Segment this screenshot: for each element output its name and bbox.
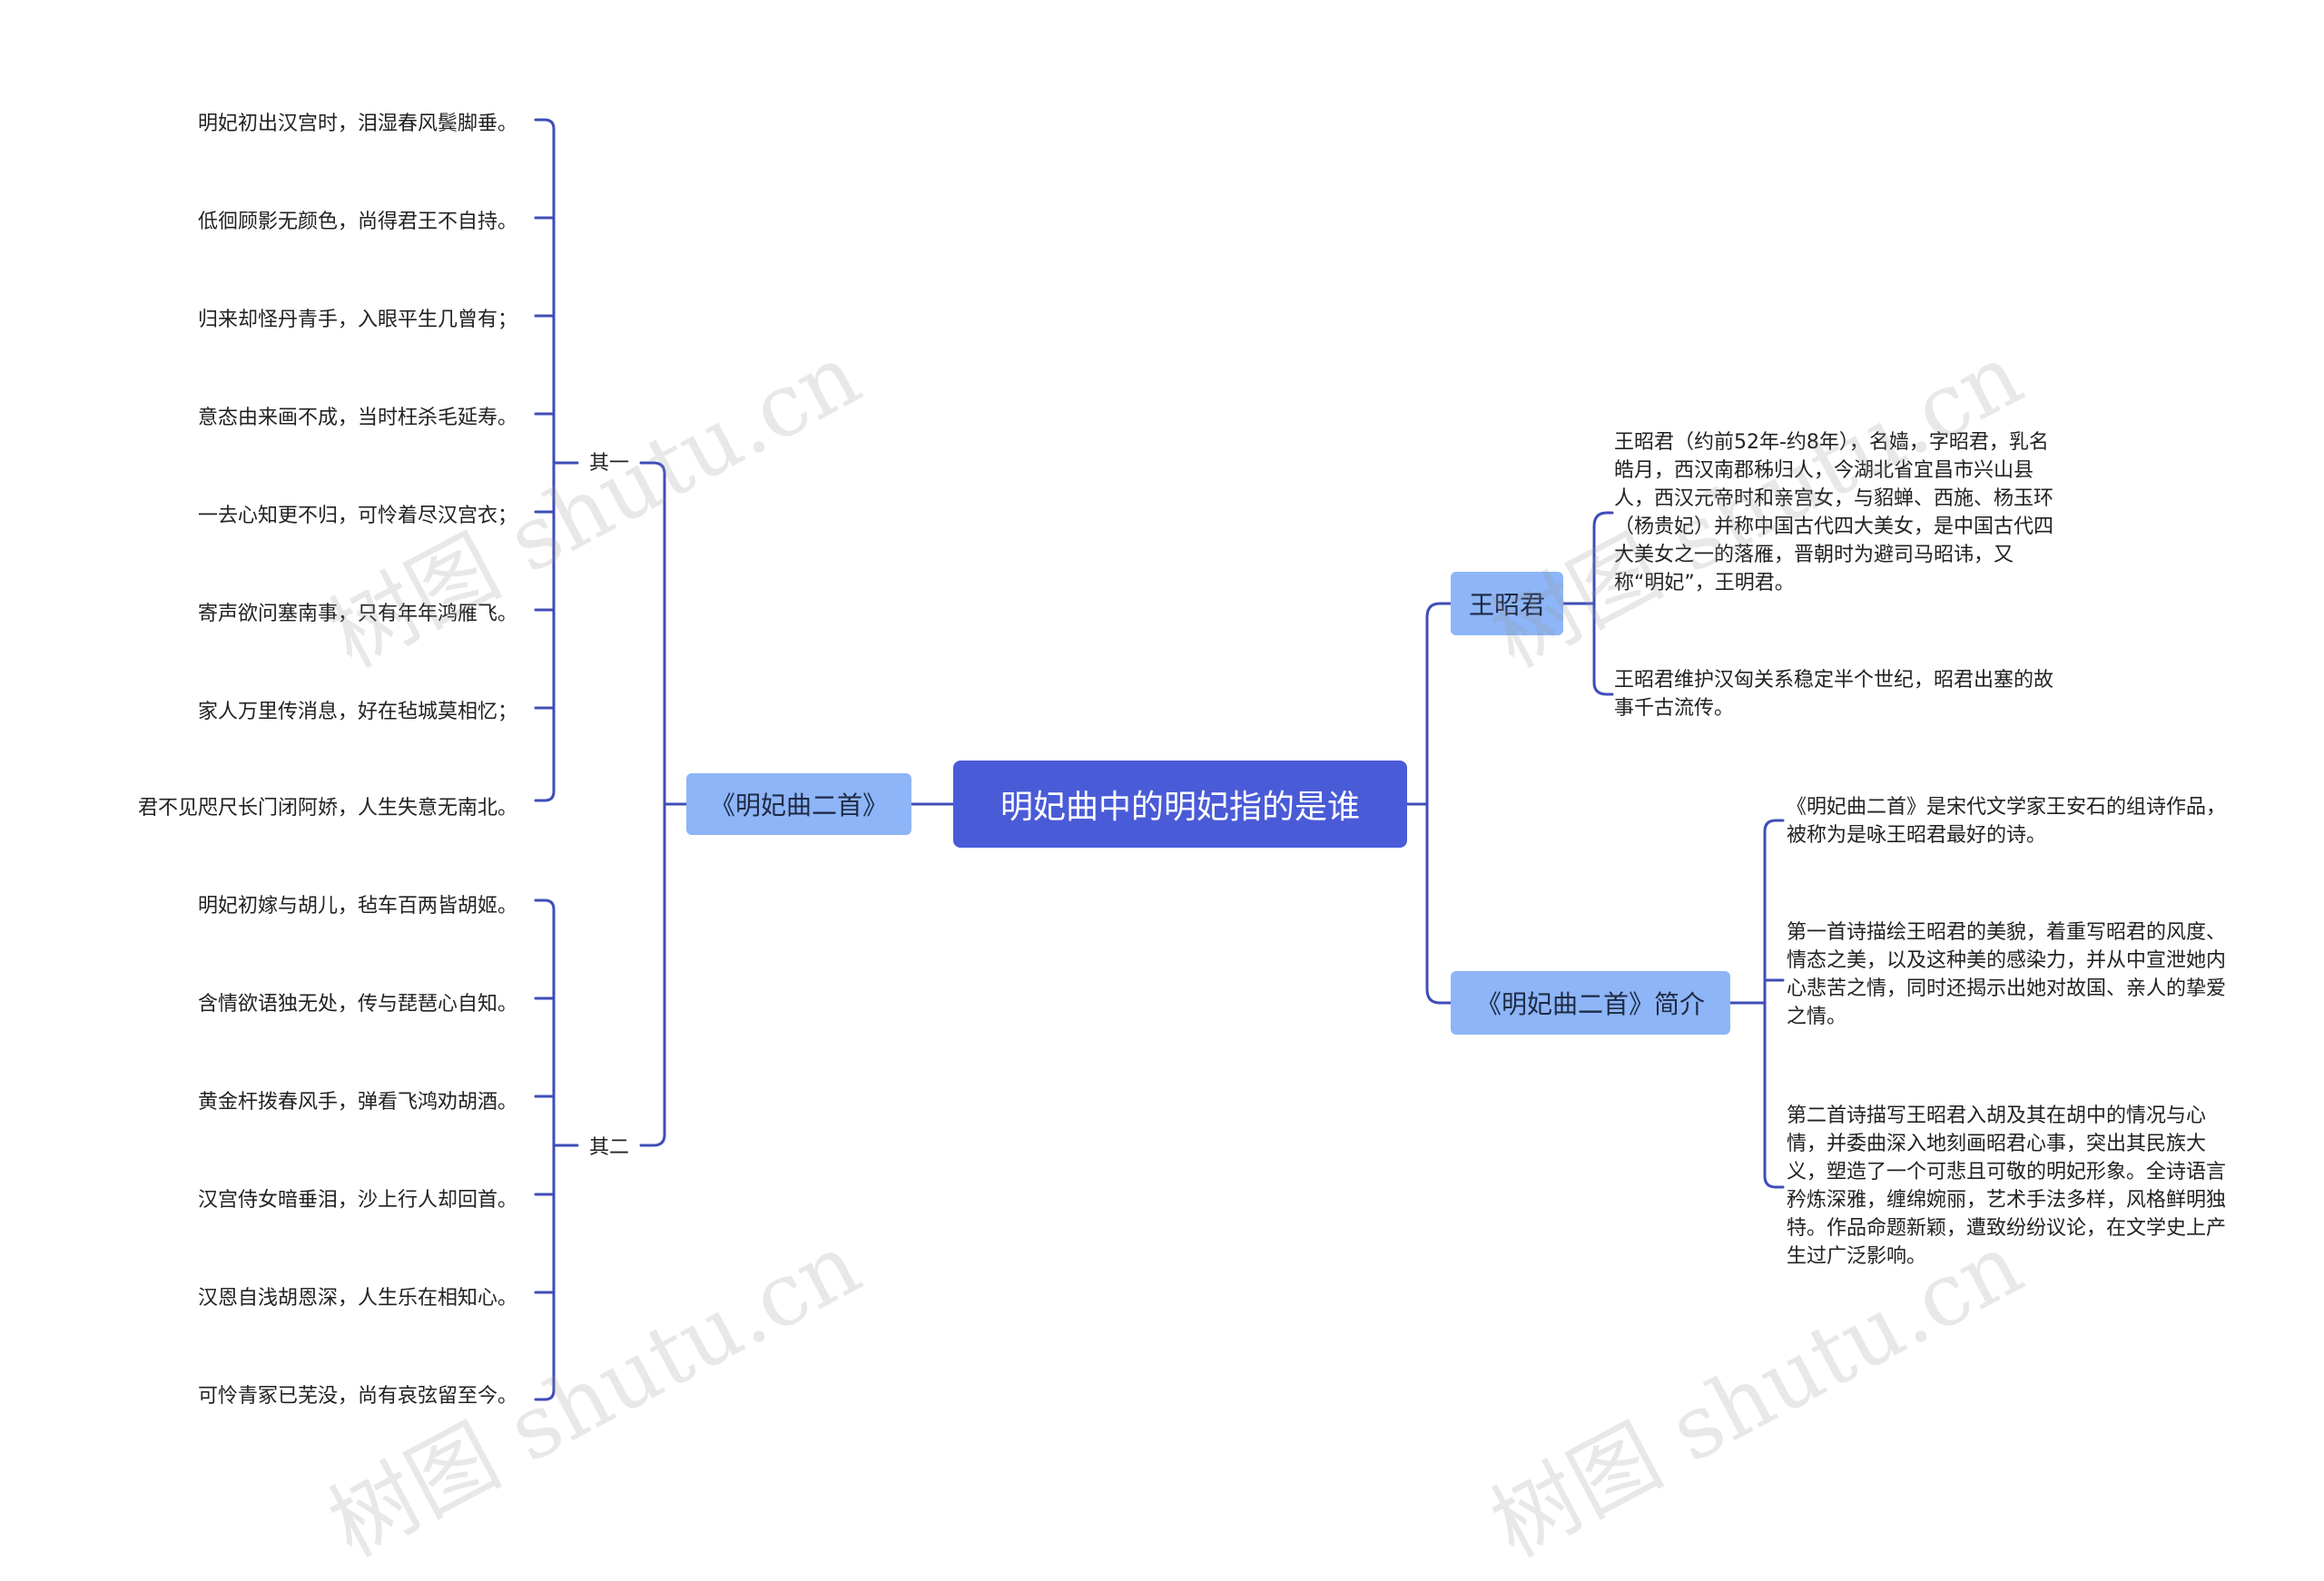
- poem-line: 可怜青冢已芜没，尚有哀弦留至今。: [197, 1385, 517, 1408]
- poem-branch-node[interactable]: 《明妃曲二首》: [686, 773, 911, 835]
- wangzhaojun-bio: 王昭君（约前52年-约8年），名嫱，字昭君，乳名皓月，西汉南郡秭归人，今湖北省宜…: [1614, 431, 2054, 594]
- poem-line: 明妃初出汉宫时，泪湿春风鬓脚垂。: [197, 113, 517, 135]
- connector-lines: [534, 118, 1785, 1401]
- poem-line: 汉宫侍女暗垂泪，沙上行人却回首。: [197, 1189, 517, 1212]
- link-group1: [534, 118, 579, 802]
- poem-branch-label: 《明妃曲二首》: [709, 790, 888, 820]
- poem-line: 汉恩自浅胡恩深，人生乐在相知心。: [197, 1287, 517, 1310]
- link-left-groups: [639, 461, 688, 1147]
- poem-line: 含情欲语独无处，传与琵琶心自知。: [197, 993, 517, 1016]
- mindmap-canvas: 明妃曲中的明妃指的是谁 《明妃曲二首》 其一 其二 明妃初出汉宫时，泪湿春风鬓脚…: [137, 113, 2227, 1576]
- poem-line: 归来却怪丹青手，入眼平生几曾有；: [197, 309, 517, 331]
- intro-para: 第二首诗描写王昭君入胡及其在胡中的情况与心情，并委曲深入地刻画昭君心事，突出其民…: [1787, 1105, 2227, 1268]
- poem-line: 一去心知更不归，可怜着尽汉宫衣；: [197, 505, 517, 527]
- poem-line: 寄声欲问塞南事，只有年年鸿雁飞。: [197, 603, 517, 625]
- root-node[interactable]: 明妃曲中的明妃指的是谁: [953, 761, 1407, 848]
- wangzhaojun-node[interactable]: 王昭君: [1451, 572, 1563, 635]
- wangzhaojun-label: 王昭君: [1468, 590, 1545, 620]
- group2-label: 其二: [588, 1136, 629, 1159]
- poem-line: 黄金杆拨春风手，弹看飞鸿劝胡酒。: [197, 1091, 517, 1114]
- poem-line: 意态由来画不成，当时枉杀毛延寿。: [197, 407, 517, 429]
- link-wzj: [1561, 511, 1614, 696]
- link-group2: [534, 899, 579, 1401]
- group2-node[interactable]: 其二: [577, 1131, 641, 1160]
- poem-line: 君不见咫尺长门闭阿娇，人生失意无南北。: [137, 797, 517, 820]
- group1-node[interactable]: 其一: [577, 447, 641, 476]
- root-label: 明妃曲中的明妃指的是谁: [1000, 789, 1360, 826]
- intro-para: 第一首诗描绘王昭君的美貌，着重写昭君的风度、情态之美，以及这种美的感染力，并从中…: [1787, 921, 2227, 1028]
- intro-label: 《明妃曲二首》简介: [1475, 989, 1705, 1019]
- intro-para: 《明妃曲二首》是宋代文学家王安石的组诗作品，被称为是咏王昭君最好的诗。: [1787, 796, 2227, 847]
- poem-line: 家人万里传消息，好在毡城莫相忆；: [197, 701, 517, 723]
- group1-label: 其一: [588, 452, 629, 475]
- wangzhaojun-legacy: 王昭君维护汉匈关系稳定半个世纪，昭君出塞的故事千古流传。: [1614, 669, 2054, 720]
- link-intro: [1728, 819, 1785, 1189]
- poem-line: 低徊顾影无颜色，尚得君王不自持。: [197, 211, 517, 233]
- poem-line: 明妃初嫁与胡儿，毡车百两皆胡姬。: [197, 895, 517, 918]
- intro-node[interactable]: 《明妃曲二首》简介: [1451, 971, 1730, 1035]
- link-root-right: [1405, 602, 1452, 1005]
